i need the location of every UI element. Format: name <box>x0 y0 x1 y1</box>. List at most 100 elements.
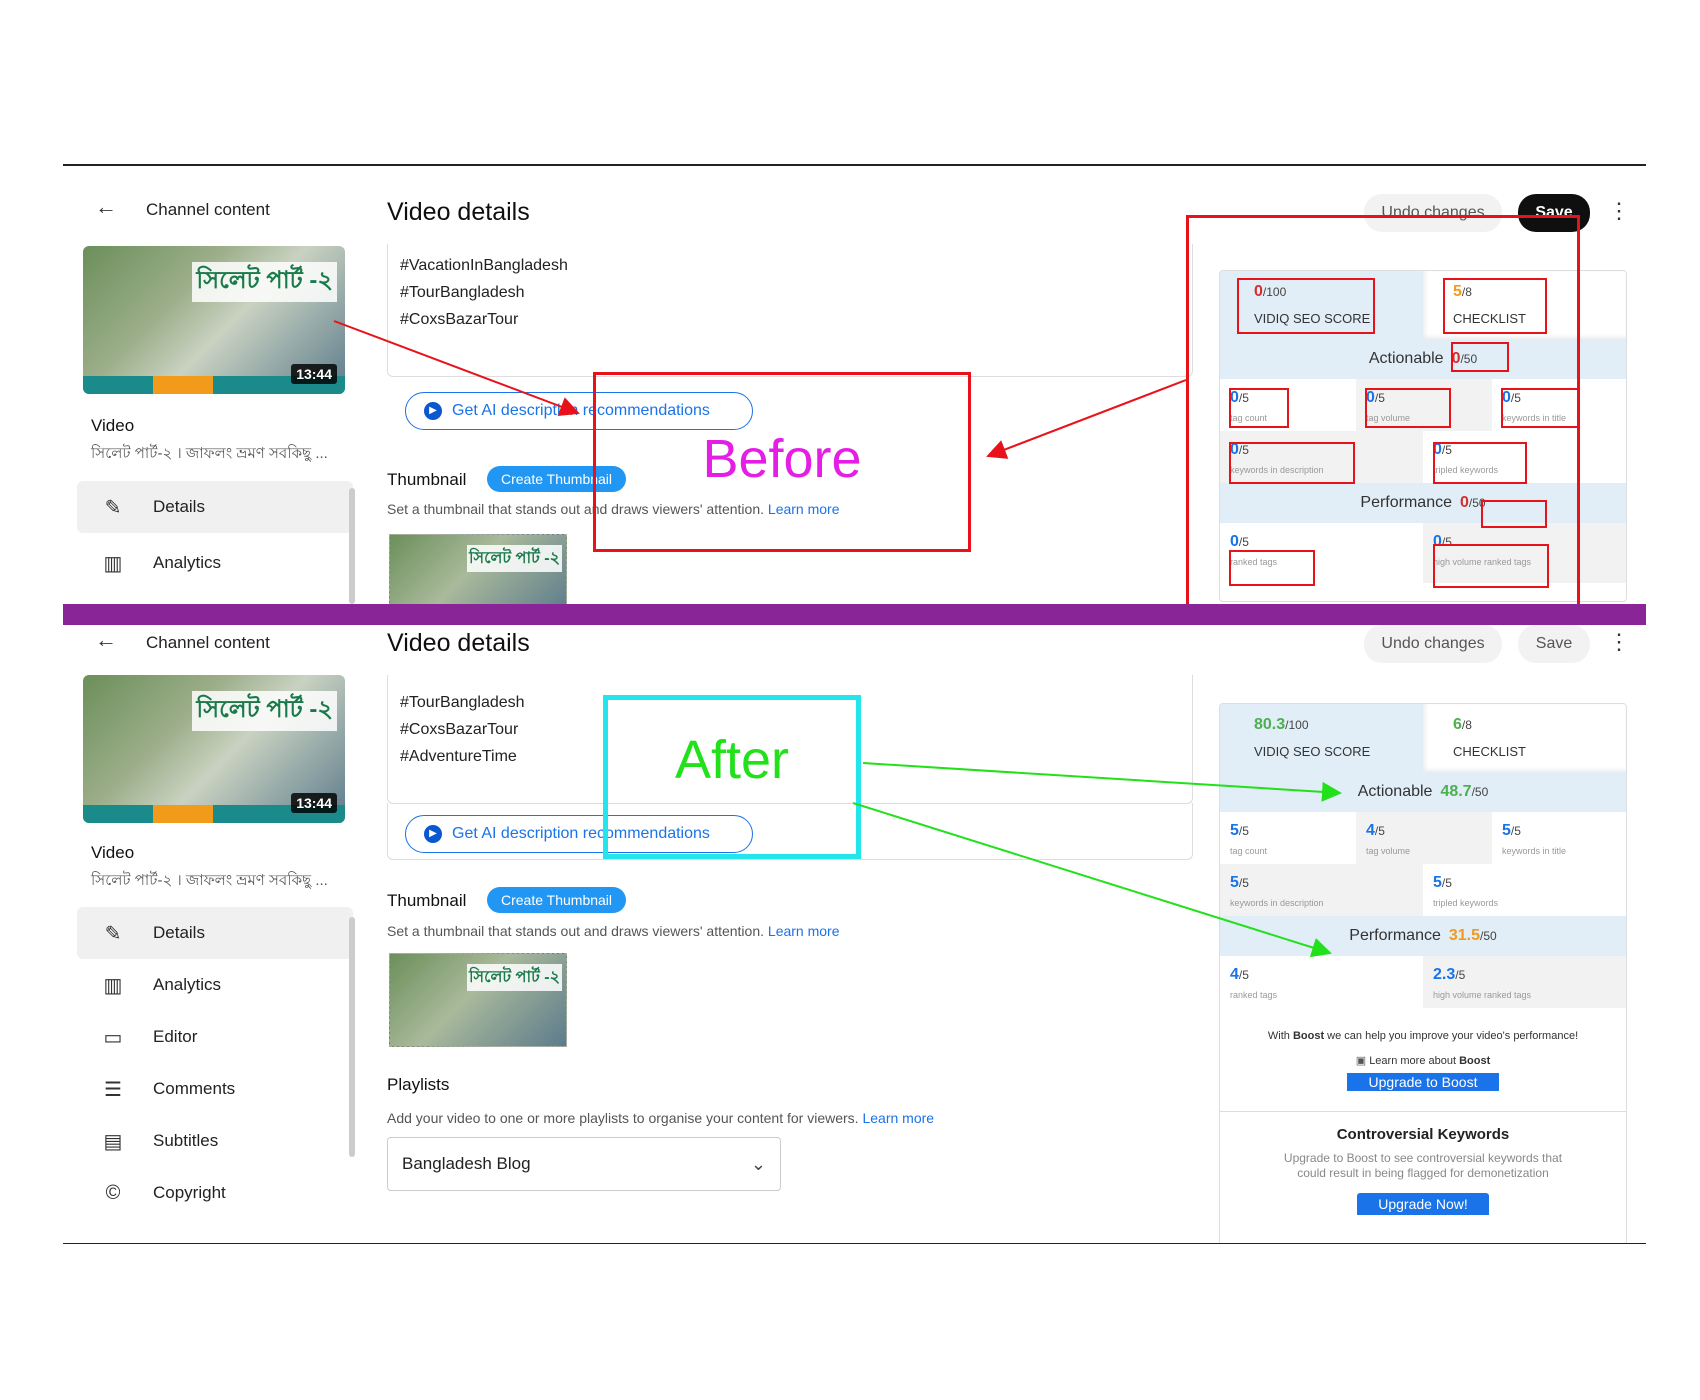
external-link-icon: ▣ <box>1355 1055 1367 1067</box>
seo-score-value: 0/100 <box>1254 283 1287 300</box>
performance-band: Performance 31.5/50 <box>1220 916 1626 956</box>
description-box[interactable]: #TourBangladesh #CoxsBazarTour #Adventur… <box>387 675 1193 804</box>
sidebar-item-copyright[interactable]: © Copyright <box>77 1167 353 1219</box>
thumbnail-option[interactable]: সিলেট পার্ট -২ <box>389 953 567 1047</box>
playlists-help-text: Add your video to one or more playlists … <box>387 1110 859 1126</box>
video-subtitle: সিলেট পার্ট-২ । জাফলং ভ্রমণ সবকিছু ... <box>91 872 328 889</box>
sidebar-item-analytics[interactable]: ▥ Analytics <box>77 959 353 1011</box>
sidebar-item-label: Details <box>153 497 205 516</box>
playlist-select[interactable]: Bangladesh Blog ⌄ <box>387 1137 781 1191</box>
sidebar-scrollbar[interactable] <box>349 917 355 1157</box>
back-arrow-icon[interactable]: ← <box>95 627 117 652</box>
thumbnail-option[interactable]: সিলেট পার্ট -২ <box>389 534 567 606</box>
actionable-band: Actionable 0/50 <box>1220 339 1626 379</box>
create-thumbnail-button[interactable]: Create Thumbnail <box>487 887 627 913</box>
annotation-metric-box <box>1433 544 1549 588</box>
film-editor-icon: ▭ <box>103 1026 123 1049</box>
sidebar-item-details[interactable]: ✎ Details <box>77 481 353 533</box>
sidebar-item-label: Analytics <box>153 553 222 572</box>
ai-sparkle-icon: ▶ <box>424 825 442 843</box>
sidebar-nav: ✎ Details ▥ Analytics <box>77 481 353 589</box>
pencil-icon: ✎ <box>104 922 122 945</box>
thumbnail-section-label: Thumbnail <box>387 470 467 489</box>
sidebar-item-label: Details <box>153 923 205 942</box>
controversial-section: Controversial Keywords Upgrade to Boost … <box>1220 1111 1626 1215</box>
more-options-icon[interactable]: ⋮ <box>1608 198 1630 223</box>
boost-section: With Boost we can help you improve your … <box>1220 1008 1626 1215</box>
checklist-tab[interactable]: 6/8 CHECKLIST <box>1423 704 1626 772</box>
thumbnail-option-title: সিলেট পার্ট -২ <box>466 964 562 991</box>
actionable-value: 0/50 <box>1451 350 1478 367</box>
checklist-caption: CHECKLIST <box>1453 311 1526 326</box>
learn-more-boost-link[interactable]: ▣ Learn more about Boost <box>1355 1055 1491 1067</box>
sidebar-item-subtitles[interactable]: ▤ Subtitles <box>77 1115 353 1167</box>
annotation-before-box <box>593 372 971 552</box>
more-options-icon[interactable]: ⋮ <box>1608 629 1630 654</box>
seo-score-tab[interactable]: 0/100 VIDIQ SEO SCORE <box>1220 271 1423 339</box>
learn-more-link[interactable]: Learn more <box>767 501 840 517</box>
upgrade-to-boost-button[interactable]: Upgrade to Boost <box>1347 1073 1499 1091</box>
ai-description-button[interactable]: ▶ Get AI description recommendations <box>405 815 753 853</box>
save-button[interactable]: Save <box>1518 625 1590 663</box>
description-box[interactable]: #VacationInBangladesh #TourBangladesh #C… <box>387 244 1193 377</box>
annotation-metric-box <box>1365 388 1451 428</box>
copyright-icon: © <box>105 1181 121 1204</box>
seo-score-caption: VIDIQ SEO SCORE <box>1254 744 1371 759</box>
sidebar-item-label: Comments <box>153 1079 236 1098</box>
learn-more-link[interactable]: Learn more <box>767 923 840 939</box>
thumbnail-help: Set a thumbnail that stands out and draw… <box>387 501 840 517</box>
actionable-value: 48.7/50 <box>1440 783 1489 800</box>
checklist-tab[interactable]: 5/8 CHECKLIST <box>1423 271 1626 339</box>
undo-changes-button[interactable]: Undo changes <box>1364 625 1502 663</box>
sidebar-item-details[interactable]: ✎ Details <box>77 907 353 959</box>
video-thumbnail[interactable]: সিলেট পার্ট -২ 13:44 <box>83 675 345 823</box>
ai-sparkle-icon: ▶ <box>424 402 442 420</box>
description-line: #VacationInBangladesh <box>400 257 568 274</box>
description-line: #CoxsBazarTour <box>400 311 519 328</box>
sidebar-item-label: Analytics <box>153 975 222 994</box>
actionable-band: Actionable 48.7/50 <box>1220 772 1626 812</box>
annotation-metric-box <box>1501 388 1579 428</box>
video-subtitle: সিলেট পার্ট-২ । জাফলং ভ্রমণ সবকিছু ... <box>91 445 328 462</box>
analytics-icon: ▥ <box>103 974 123 997</box>
upgrade-now-button[interactable]: Upgrade Now! <box>1357 1193 1489 1215</box>
thumbnail-help: Set a thumbnail that stands out and draw… <box>387 923 840 939</box>
annotation-actionable-box <box>1451 342 1509 372</box>
vidiq-score-panel: 80.3/100 VIDIQ SEO SCORE 6/8 CHECKLIST A… <box>1219 703 1627 1243</box>
actionable-label: Actionable <box>1357 783 1433 800</box>
create-thumbnail-button[interactable]: Create Thumbnail <box>487 466 627 492</box>
subtitles-icon: ▤ <box>103 1130 123 1153</box>
performance-band: Performance 0/50 <box>1220 483 1626 523</box>
sidebar-nav: ✎ Details ▥ Analytics ▭ Editor ☰ Comment… <box>77 907 353 1219</box>
playlist-selected-value: Bangladesh Blog <box>402 1154 531 1173</box>
channel-content-link[interactable]: Channel content <box>146 200 270 219</box>
seo-score-tab[interactable]: 80.3/100 VIDIQ SEO SCORE <box>1220 704 1423 772</box>
learn-more-link[interactable]: Learn more <box>862 1110 935 1126</box>
sidebar-item-analytics[interactable]: ▥ Analytics <box>77 537 353 589</box>
sidebar-item-comments[interactable]: ☰ Comments <box>77 1063 353 1115</box>
thumbnail-help-text: Set a thumbnail that stands out and draw… <box>387 501 765 517</box>
performance-label: Performance <box>1349 927 1441 944</box>
checklist-value: 5/8 <box>1453 283 1472 300</box>
playlists-section-label: Playlists <box>387 1075 450 1094</box>
annotation-metric-box <box>1229 442 1355 484</box>
actionable-label: Actionable <box>1368 350 1444 367</box>
sidebar-scrollbar[interactable] <box>349 488 355 604</box>
back-arrow-icon[interactable]: ← <box>95 194 117 219</box>
channel-content-link[interactable]: Channel content <box>146 633 270 652</box>
video-thumbnail[interactable]: সিলেট পার্ট -২ 13:44 <box>83 246 345 394</box>
vidiq-score-panel: 0/100 VIDIQ SEO SCORE 5/8 CHECKLIST Acti… <box>1219 270 1627 602</box>
video-label: Video <box>91 416 135 435</box>
description-line: #TourBangladesh <box>400 694 525 711</box>
video-duration-badge: 13:44 <box>291 793 337 813</box>
thumbnail-section-label: Thumbnail <box>387 891 467 910</box>
sidebar-item-editor[interactable]: ▭ Editor <box>77 1011 353 1063</box>
